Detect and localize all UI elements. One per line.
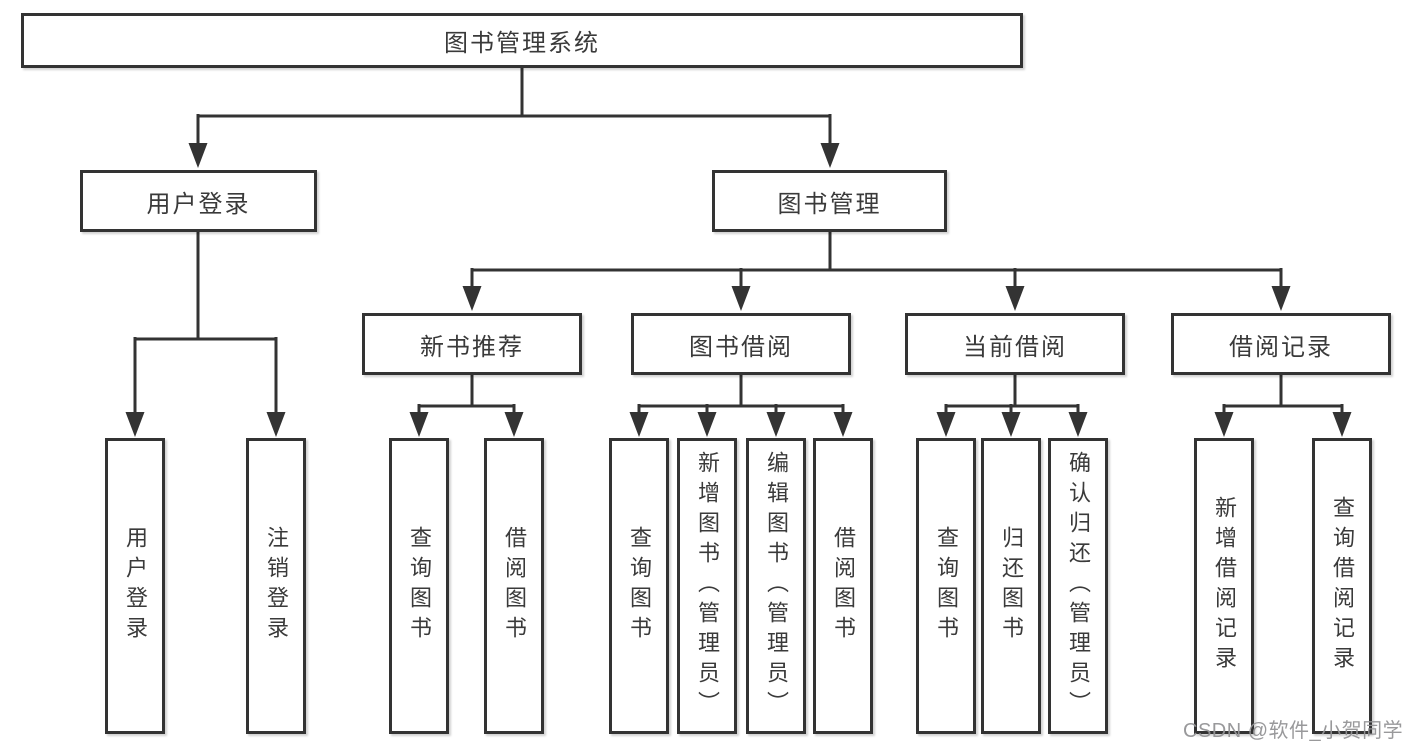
node-user-login: 用户登录 — [80, 170, 317, 232]
leaf-user-login: 用户登录 — [105, 438, 165, 734]
leaf-edit-book-admin-label: 编辑图书（管理员） — [764, 451, 789, 721]
node-root-label: 图书管理系统 — [444, 30, 600, 57]
csdn-watermark: CSDN @软件_小贺同学 — [1183, 720, 1404, 742]
leaf-edit-book-admin: 编辑图书（管理员） — [746, 438, 806, 734]
leaf-borrow-books-2-label: 借阅图书 — [831, 526, 856, 646]
node-book-borrow: 图书借阅 — [631, 313, 851, 375]
leaf-return-book-label: 归还图书 — [999, 526, 1024, 646]
leaf-user-login-label: 用户登录 — [123, 526, 148, 646]
node-borrow-record: 借阅记录 — [1171, 313, 1391, 375]
leaf-add-borrow-record: 新增借阅记录 — [1194, 438, 1254, 734]
leaf-add-borrow-record-label: 新增借阅记录 — [1212, 496, 1237, 676]
leaf-query-books-2-label: 查询图书 — [627, 526, 652, 646]
leaf-borrow-books-1-label: 借阅图书 — [502, 526, 527, 646]
node-current-borrow: 当前借阅 — [905, 313, 1125, 375]
leaf-query-books-3: 查询图书 — [916, 438, 976, 734]
leaf-borrow-books-2: 借阅图书 — [813, 438, 873, 734]
node-book-management: 图书管理 — [712, 170, 947, 232]
node-root: 图书管理系统 — [21, 13, 1023, 68]
node-book-management-label: 图书管理 — [777, 190, 882, 218]
node-new-book-recommend: 新书推荐 — [362, 313, 582, 375]
leaf-confirm-return-admin-label: 确认归还（管理员） — [1066, 451, 1091, 721]
node-user-login-label: 用户登录 — [146, 190, 251, 218]
leaf-add-book-admin: 新增图书（管理员） — [677, 438, 737, 734]
leaf-query-books-1-label: 查询图书 — [407, 526, 432, 646]
leaf-logout-label: 注销登录 — [264, 526, 289, 646]
leaf-confirm-return-admin: 确认归还（管理员） — [1048, 438, 1108, 734]
leaf-borrow-books-1: 借阅图书 — [484, 438, 544, 734]
node-borrow-record-label: 借阅记录 — [1229, 333, 1333, 361]
node-book-borrow-label: 图书借阅 — [689, 333, 793, 361]
node-current-borrow-label: 当前借阅 — [963, 333, 1067, 361]
node-new-book-recommend-label: 新书推荐 — [420, 333, 524, 361]
leaf-query-borrow-record-label: 查询借阅记录 — [1330, 496, 1355, 676]
leaf-query-borrow-record: 查询借阅记录 — [1312, 438, 1372, 734]
leaf-query-books-1: 查询图书 — [389, 438, 449, 734]
leaf-return-book: 归还图书 — [981, 438, 1041, 734]
leaf-add-book-admin-label: 新增图书（管理员） — [695, 451, 720, 721]
leaf-logout: 注销登录 — [246, 438, 306, 734]
leaf-query-books-2: 查询图书 — [609, 438, 669, 734]
leaf-query-books-3-label: 查询图书 — [934, 526, 959, 646]
